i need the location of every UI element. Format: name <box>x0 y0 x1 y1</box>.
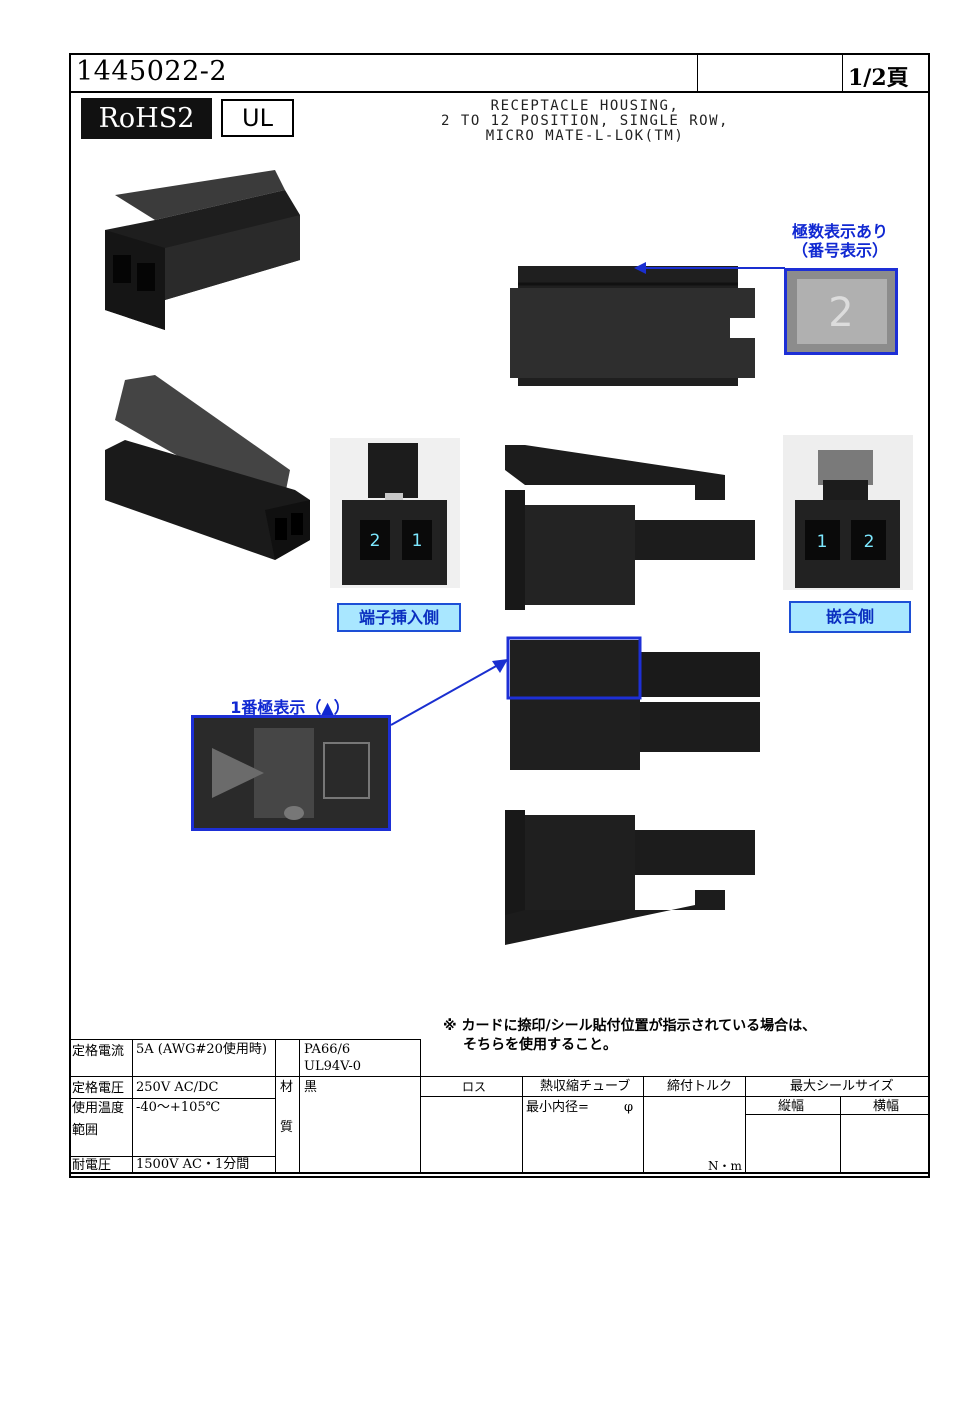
spec-table-line <box>840 1096 841 1173</box>
rated-current-label: 定格電流 <box>72 1044 125 1059</box>
heat-shrink-header: 熱収縮チューブ <box>540 1079 631 1094</box>
ul-badge: UL <box>221 99 294 137</box>
mating-side-label: 嵌合側 <box>789 601 911 633</box>
rated-voltage-value: 250V AC/DC <box>136 1080 219 1095</box>
spec-table-line <box>69 1076 930 1077</box>
spec-table-line <box>522 1076 523 1173</box>
temp-value: -40～+105℃ <box>136 1100 221 1115</box>
pole-count-label-line2: （番号表示） <box>791 241 888 260</box>
pole-count-label: 極数表示あり （番号表示） <box>780 222 900 260</box>
spec-table-line <box>643 1076 644 1173</box>
connector-photo-iso-2 <box>95 370 320 570</box>
connector-photo-bottom <box>490 630 775 780</box>
header-divider <box>69 91 930 93</box>
material-label-1: 材 <box>280 1080 294 1095</box>
spec-table-line <box>275 1039 276 1173</box>
withstand-label: 耐電圧 <box>72 1158 112 1173</box>
material-value-3: 黒 <box>304 1080 318 1095</box>
spec-table-line <box>69 1098 275 1099</box>
withstand-value: 1500V AC・1分間 <box>136 1157 250 1172</box>
loss-header: ロス <box>462 1080 487 1094</box>
material-value-1: PA66/6 <box>304 1042 351 1057</box>
seal-horizontal-header: 横幅 <box>873 1099 900 1114</box>
spec-table-line <box>420 1039 421 1173</box>
spec-table-line <box>745 1076 746 1173</box>
terminal-side-label: 端子挿入側 <box>337 603 461 632</box>
phi-symbol: φ <box>624 1100 634 1115</box>
title-line: RECEPTACLE HOUSING, <box>490 98 680 114</box>
note-line2: そちらを使用すること。 <box>463 1037 617 1053</box>
product-title: RECEPTACLE HOUSING, 2 TO 12 POSITION, SI… <box>400 99 770 144</box>
mating-side-photo: 1 2 <box>783 435 913 590</box>
mating-side-number: 2 <box>864 532 875 552</box>
terminal-side-photo: 2 1 <box>330 438 460 588</box>
rated-voltage-label: 定格電圧 <box>72 1081 125 1096</box>
pin1-label: 1番極表示（▲） <box>230 698 350 717</box>
spec-table-line <box>132 1039 133 1173</box>
min-inner-diameter-label: 最小内径= <box>526 1100 589 1115</box>
rohs-badge: RoHS2 <box>81 98 212 139</box>
seal-vertical-header: 縦幅 <box>778 1099 805 1114</box>
rated-current-value: 5A (AWG#20使用時) <box>136 1042 267 1057</box>
spec-table-line <box>299 1039 300 1173</box>
header-cell-divider <box>697 53 698 92</box>
temp-label-2: 範囲 <box>72 1123 99 1138</box>
temp-label-1: 使用温度 <box>72 1101 125 1116</box>
material-value-2: UL94V-0 <box>304 1059 361 1074</box>
torque-header: 締付トルク <box>667 1079 733 1094</box>
connector-photo-iso-1 <box>85 160 315 350</box>
mating-side-number: 1 <box>817 532 828 552</box>
drawing-frame <box>69 53 930 1178</box>
title-line: 2 TO 12 POSITION, SINGLE ROW, <box>441 113 729 129</box>
spec-table-line <box>420 1096 930 1097</box>
spec-table-line <box>69 1172 930 1174</box>
marking-note: ※ カードに捺印/シール貼付位置が指示されている場合は、 そちらを使用すること。 <box>443 1017 816 1055</box>
part-number: 1445022-2 <box>76 56 228 87</box>
pole-count-label-line1: 極数表示あり <box>791 222 888 241</box>
material-label-2: 質 <box>280 1120 294 1135</box>
detail-number: 2 <box>828 290 853 336</box>
torque-unit: N・m <box>708 1159 742 1173</box>
terminal-side-number: 1 <box>412 531 423 551</box>
pointer-arrow-icon <box>634 262 785 274</box>
pole-count-detail-photo: 2 <box>784 268 898 355</box>
spec-table-line <box>69 1156 275 1157</box>
max-seal-header: 最大シールサイズ <box>790 1079 894 1094</box>
pin1-detail-photo <box>191 715 391 831</box>
note-line1: ※ カードに捺印/シール貼付位置が指示されている場合は、 <box>443 1018 817 1034</box>
connector-photo-top <box>490 248 775 398</box>
spec-table-line <box>745 1114 930 1115</box>
pin1-arrow-icon <box>390 659 508 726</box>
title-line: MICRO MATE-L-LOK(TM) <box>485 128 685 144</box>
connector-photo-side <box>485 425 775 615</box>
page-number: 1/2頁 <box>848 65 909 91</box>
terminal-side-number: 2 <box>370 531 381 551</box>
spec-table-line <box>69 1039 420 1040</box>
header-cell-divider <box>842 53 843 92</box>
connector-photo-underside <box>485 805 775 985</box>
